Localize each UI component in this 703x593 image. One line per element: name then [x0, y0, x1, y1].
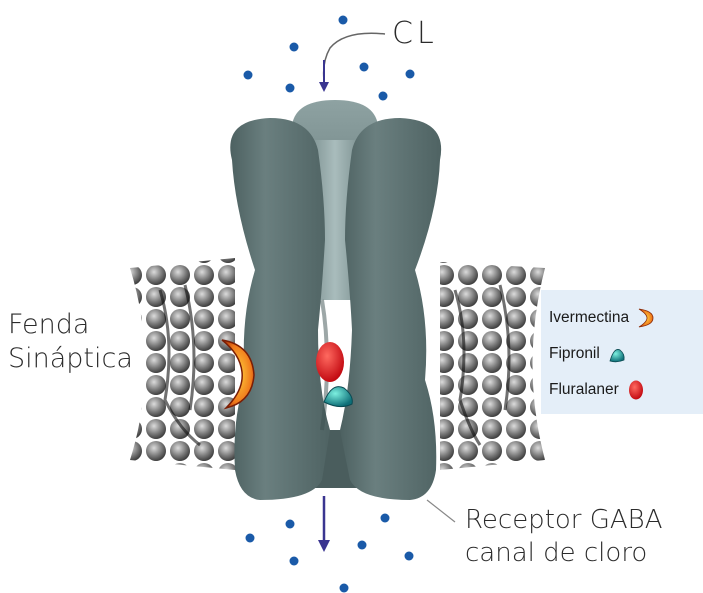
- ion-dot: [286, 84, 295, 93]
- ion-dot: [358, 541, 367, 550]
- receptor-pointer: [427, 500, 455, 522]
- ion-dot: [244, 71, 253, 80]
- receptor-subunit-left: [230, 118, 330, 500]
- receptor-label: Receptor GABA canal de cloro: [465, 504, 663, 570]
- red-oval-icon: [627, 379, 645, 401]
- receptor-subunit-right: [340, 118, 441, 500]
- ion-dot: [406, 70, 415, 79]
- cl-label: CL: [392, 16, 438, 51]
- ion-dot: [379, 92, 388, 101]
- ion-dot: [340, 584, 349, 593]
- ion-dot: [381, 514, 390, 523]
- membrane-left: [130, 258, 235, 470]
- membrane-right: [440, 262, 545, 470]
- receptor-label-line2: canal de cloro: [465, 537, 663, 570]
- synaptic-cleft-label: Fenda Sináptica: [8, 308, 133, 376]
- legend-label: Fluralaner: [549, 381, 619, 399]
- cl-pointer-curve: [324, 33, 385, 80]
- teal-blob-icon: [608, 343, 626, 365]
- crescent-icon: [637, 307, 655, 329]
- ion-dot: [339, 16, 348, 25]
- ion-dot: [290, 557, 299, 566]
- receptor-label-line1: Receptor GABA: [465, 504, 663, 537]
- legend-label: Ivermectina: [549, 309, 629, 327]
- ion-dot: [405, 552, 414, 561]
- legend-item-ivermectina: Ivermectina: [549, 300, 703, 336]
- legend-item-fluralaner: Fluralaner: [549, 372, 703, 408]
- synaptic-cleft-label-line1: Fenda: [8, 308, 133, 342]
- ion-dot: [286, 520, 295, 529]
- legend-item-fipronil: Fipronil: [549, 336, 703, 372]
- fluralaner-oval-icon: [316, 342, 344, 382]
- drug-legend: Ivermectina Fipronil Fluralaner: [541, 290, 703, 414]
- ion-dot: [360, 63, 369, 72]
- synaptic-cleft-label-line2: Sináptica: [8, 342, 133, 376]
- legend-label: Fipronil: [549, 345, 600, 363]
- ion-dot: [290, 43, 299, 52]
- ion-dot: [246, 534, 255, 543]
